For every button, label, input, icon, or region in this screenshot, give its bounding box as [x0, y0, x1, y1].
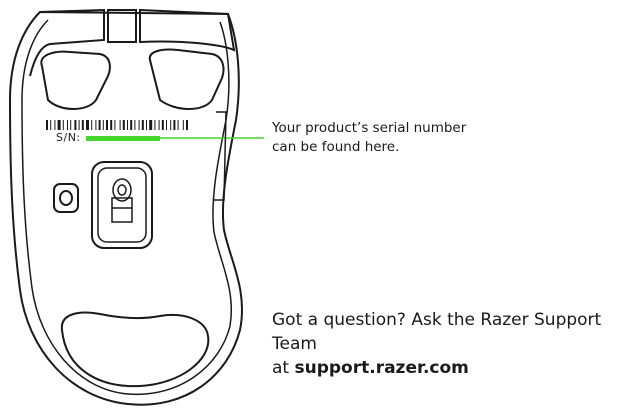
top-right-foot	[148, 48, 225, 110]
barcode-bar	[186, 120, 188, 130]
support-line-1: Got a question? Ask the Razer Support Te…	[272, 310, 602, 354]
side-grip-detail	[214, 111, 227, 201]
barcode-bar	[154, 120, 156, 130]
serial-number-highlight	[86, 136, 160, 141]
barcode-bar	[130, 120, 133, 130]
barcode-bar	[95, 120, 97, 130]
barcode-bar	[98, 120, 101, 130]
barcode-bar	[106, 120, 108, 130]
scroll-slot	[107, 9, 137, 43]
barcode-bar	[127, 120, 128, 130]
barcode-bar	[57, 120, 61, 130]
barcode-bar	[67, 120, 68, 130]
barcode-bar	[141, 120, 144, 130]
barcode	[46, 120, 188, 130]
right-button-area	[139, 8, 236, 52]
barcode-bar	[81, 120, 84, 130]
barcode-bar	[149, 120, 153, 130]
support-text: Got a question? Ask the Razer Support Te…	[272, 308, 634, 380]
barcode-bar	[122, 120, 125, 130]
barcode-bar	[146, 120, 147, 130]
serial-callout-text: Your product’s serial number can be foun…	[272, 119, 466, 157]
barcode-bar	[86, 120, 89, 130]
barcode-bar	[50, 120, 52, 130]
barcode-bar	[182, 120, 184, 130]
barcode-bar	[114, 120, 116, 130]
callout-line-1: Your product’s serial number	[272, 120, 467, 136]
barcode-bar	[170, 120, 172, 130]
support-line-2-prefix: at	[272, 358, 295, 378]
callout-line-2: can be found here.	[272, 139, 400, 155]
barcode-bar	[54, 120, 56, 130]
barcode-bar	[102, 120, 104, 130]
barcode-bar	[91, 120, 93, 130]
support-url-link[interactable]: support.razer.com	[294, 358, 469, 378]
mouse-body-inner-outline	[21, 19, 232, 396]
barcode-bar	[62, 120, 64, 130]
barcode-bar	[138, 120, 140, 130]
barcode-bar	[74, 120, 77, 130]
barcode-bar	[70, 120, 72, 130]
barcode-bar	[110, 120, 113, 130]
left-button-area	[29, 8, 105, 77]
barcode-bar	[158, 120, 160, 130]
barcode-bar	[78, 120, 80, 130]
mouse-body-outline	[8, 10, 244, 406]
profile-switch	[53, 183, 79, 213]
barcode-bar	[173, 120, 176, 130]
sensor-window	[91, 161, 153, 249]
barcode-bar	[46, 120, 48, 130]
serial-number-label: S/N:	[56, 131, 81, 144]
barcode-bar	[177, 120, 179, 130]
bottom-foot	[60, 311, 210, 388]
barcode-bar	[166, 120, 167, 130]
barcode-bar	[119, 120, 121, 130]
top-left-foot	[40, 50, 111, 110]
support-line-2: at support.razer.com	[272, 356, 634, 380]
barcode-bar	[161, 120, 164, 130]
barcode-bar	[134, 120, 136, 130]
